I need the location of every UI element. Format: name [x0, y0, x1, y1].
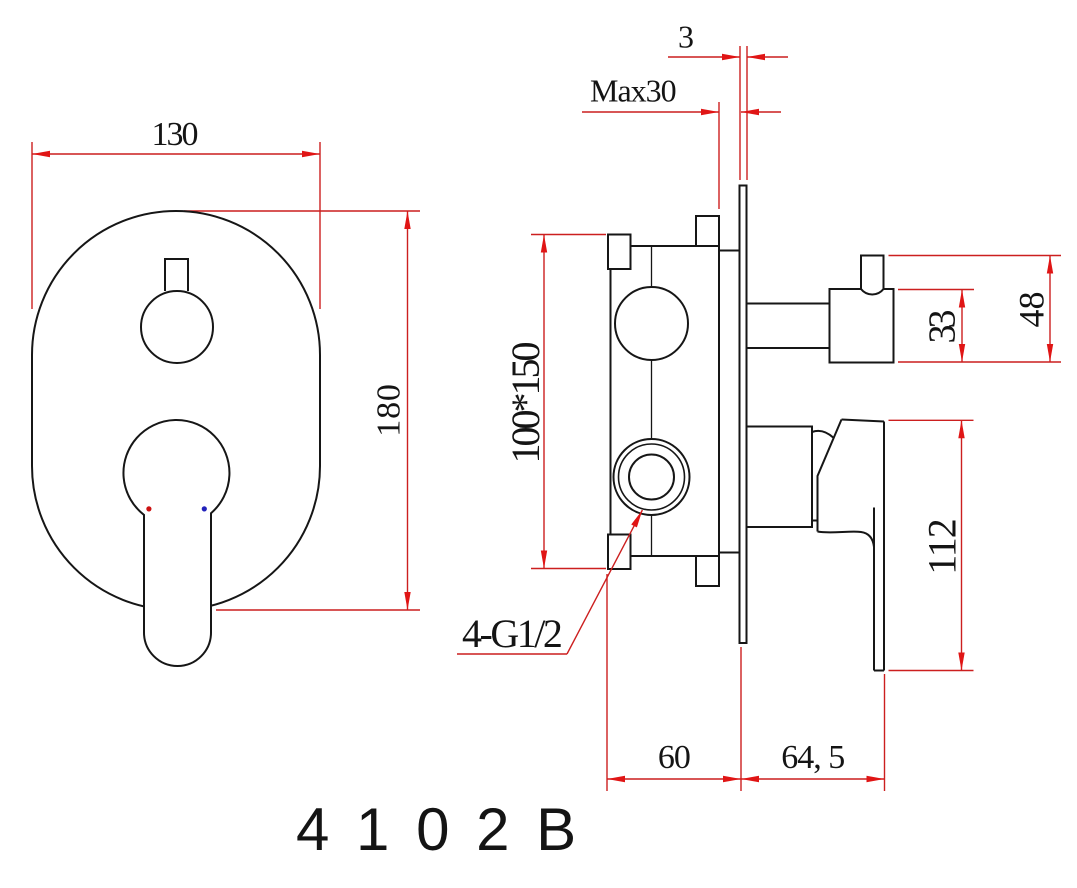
svg-text:33: 33: [922, 311, 964, 344]
svg-text:4 1 0 2 B: 4 1 0 2 B: [296, 796, 581, 863]
svg-text:130: 130: [152, 116, 198, 153]
svg-text:48: 48: [1012, 292, 1052, 328]
svg-text:4-G1/2: 4-G1/2: [462, 611, 561, 656]
svg-text:60: 60: [658, 739, 690, 776]
svg-text:100*150: 100*150: [503, 343, 548, 464]
svg-text:Max30: Max30: [590, 73, 676, 109]
svg-text:3: 3: [678, 19, 694, 55]
svg-text:112: 112: [920, 519, 965, 575]
svg-text:64, 5: 64, 5: [781, 739, 844, 776]
svg-text:180: 180: [371, 383, 408, 436]
